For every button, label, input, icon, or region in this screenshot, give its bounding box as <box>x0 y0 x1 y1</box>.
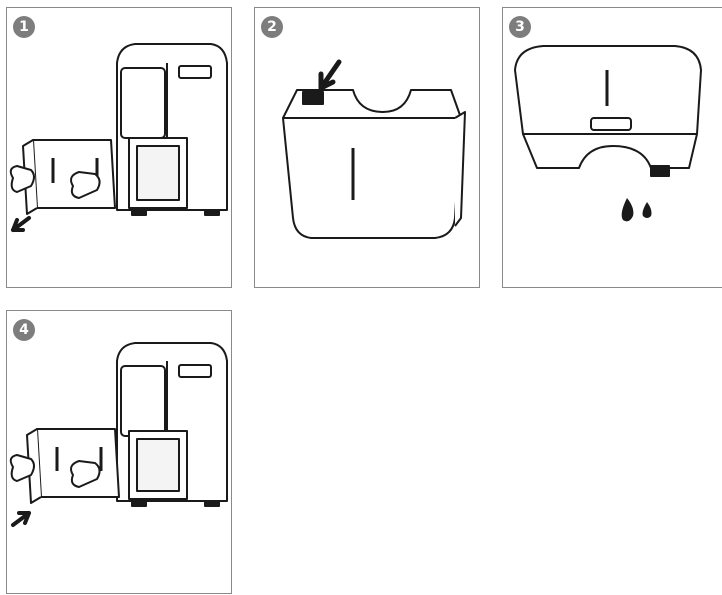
arrow-pull-out-icon <box>13 218 29 230</box>
drain-tank-illustration <box>503 8 722 289</box>
step-1-panel: 1 <box>6 7 232 288</box>
step-2-panel: 2 <box>254 7 480 288</box>
water-drop-icon <box>643 202 652 218</box>
tank-tab <box>303 92 323 104</box>
arrow-press-icon <box>321 62 339 88</box>
arrow-push-in-icon <box>13 513 29 525</box>
tank-tab <box>651 166 669 176</box>
water-tank <box>283 118 461 238</box>
remove-tank-illustration <box>7 8 233 289</box>
step-3-panel: 3 <box>502 7 722 288</box>
step-4-panel: 4 <box>6 310 232 594</box>
water-drop-icon <box>622 198 634 221</box>
reinsert-tank-illustration <box>7 311 233 595</box>
press-tab-illustration <box>255 8 481 289</box>
